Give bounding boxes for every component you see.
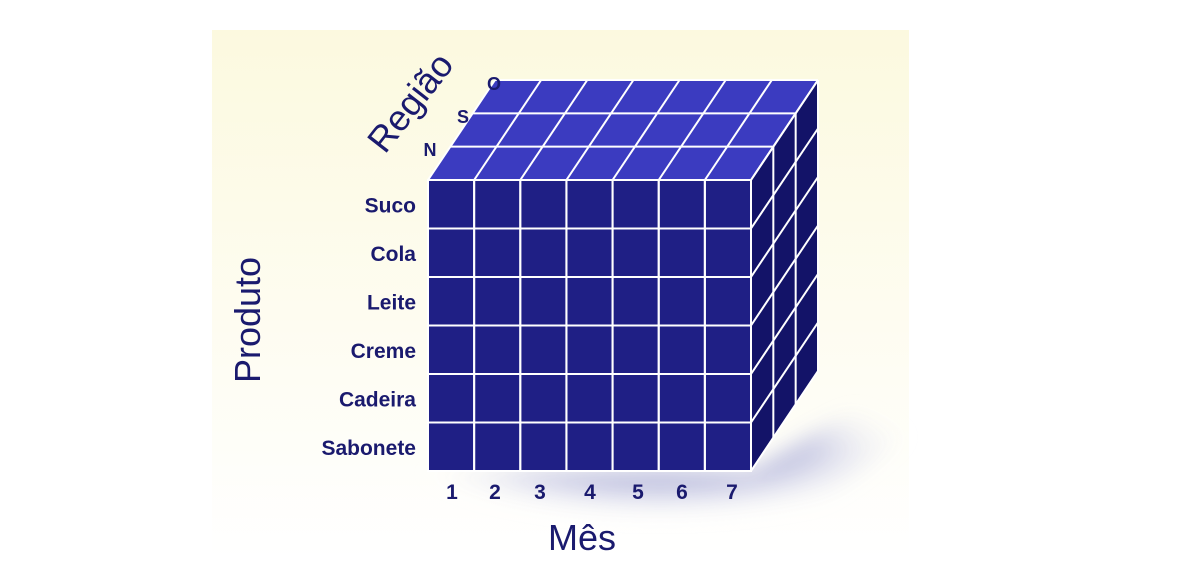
top-grid-line — [519, 79, 589, 181]
side-grid-line — [750, 127, 819, 230]
side-grid-line — [750, 224, 819, 327]
region-label: S — [457, 107, 469, 127]
shadow-shape — [400, 380, 920, 520]
side-grid-line — [750, 176, 819, 278]
product-label: Creme — [351, 340, 416, 363]
month-label: 3 — [534, 481, 546, 504]
product-label: Leite — [367, 291, 416, 314]
product-label: Sabonete — [321, 437, 416, 460]
top-grid-line — [657, 79, 727, 181]
month-label: 6 — [676, 481, 688, 504]
month-label: 1 — [446, 481, 458, 504]
cube — [427, 79, 819, 472]
top-grid-line — [704, 79, 773, 181]
side-grid-line — [750, 321, 819, 424]
month-label: 5 — [632, 481, 644, 504]
top-grid-line — [565, 79, 635, 181]
product-axis-title: Produto — [227, 257, 268, 383]
region-label: N — [424, 140, 437, 160]
month-axis-title: Mês — [548, 517, 616, 558]
top-grid-line — [473, 79, 542, 181]
side-grid-line — [750, 79, 819, 181]
side-grid-line — [750, 370, 819, 472]
product-label: Cola — [370, 243, 416, 266]
top-grid-line — [611, 79, 681, 181]
month-label: 4 — [584, 481, 596, 504]
side-grid-line — [750, 273, 819, 375]
product-label: Suco — [365, 194, 416, 217]
month-label: 7 — [726, 481, 738, 504]
month-label: 2 — [489, 481, 501, 504]
region-label: O — [487, 74, 501, 94]
cube-shadow — [400, 380, 920, 520]
top-grid-line — [427, 79, 496, 181]
product-label: Cadeira — [339, 388, 416, 411]
